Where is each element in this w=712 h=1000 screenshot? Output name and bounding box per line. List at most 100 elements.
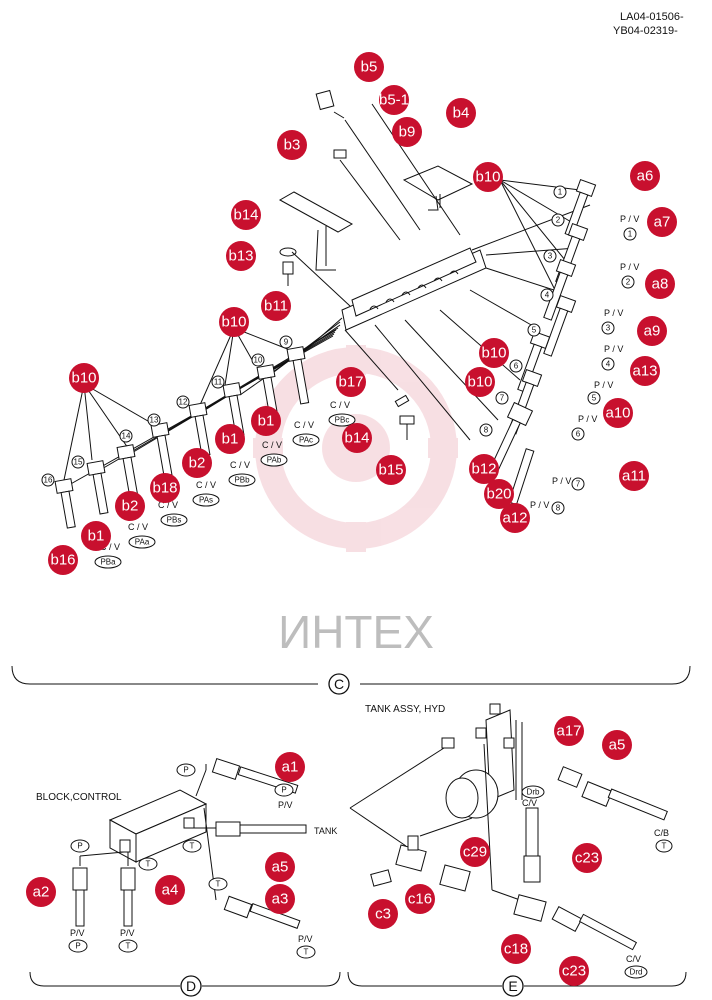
- svg-text:b15: b15: [378, 462, 403, 479]
- svg-text:T: T: [126, 942, 131, 951]
- svg-text:T: T: [190, 842, 195, 851]
- svg-text:a3: a3: [272, 891, 289, 908]
- svg-text:14: 14: [122, 432, 131, 441]
- pv-ring-4: 4: [601, 357, 615, 371]
- position-ring-11: 11: [211, 375, 225, 389]
- callout-b15: b15: [376, 455, 406, 485]
- svg-text:P / V: P / V: [620, 262, 639, 272]
- pv-labels-d: P/V P/V P/V P/V: [70, 800, 313, 944]
- callout-b11: b11: [261, 291, 291, 321]
- callout-a9: a9: [637, 316, 667, 346]
- callout-b14-a: b14: [231, 200, 261, 230]
- svg-text:P / V: P / V: [604, 308, 623, 318]
- svg-text:9: 9: [284, 338, 289, 347]
- position-ring-15: 15: [71, 455, 85, 469]
- pv-ring-7: 7: [571, 477, 585, 491]
- svg-text:C / V: C / V: [330, 400, 350, 410]
- callout-a1: a1: [275, 752, 305, 782]
- svg-text:C/V: C/V: [522, 798, 537, 808]
- callout-c29: c29: [460, 837, 490, 867]
- svg-text:b17: b17: [338, 374, 363, 391]
- svg-text:4: 4: [545, 291, 550, 300]
- position-ring-10: 10: [251, 353, 265, 367]
- svg-text:P: P: [75, 942, 80, 951]
- svg-text:7: 7: [576, 480, 581, 489]
- svg-text:b14: b14: [344, 430, 369, 447]
- watermark-logo: [253, 345, 458, 552]
- svg-text:7: 7: [500, 394, 505, 403]
- svg-text:b2: b2: [122, 498, 139, 515]
- callout-b13: b13: [226, 241, 256, 271]
- svg-text:P / V: P / V: [594, 380, 613, 390]
- section-d-bracket: [29, 971, 341, 987]
- block-control-label: BLOCK,CONTROL: [36, 792, 122, 803]
- svg-text:c16: c16: [408, 891, 432, 908]
- callout-b9: b9: [392, 117, 422, 147]
- svg-text:PAc: PAc: [299, 436, 313, 445]
- callout-c3: c3: [368, 899, 398, 929]
- svg-text:a2: a2: [33, 884, 50, 901]
- svg-text:C / V: C / V: [294, 420, 314, 430]
- section-c-marker: C: [328, 673, 350, 695]
- svg-text:P / V: P / V: [530, 500, 549, 510]
- svg-text:c29: c29: [463, 844, 487, 861]
- position-ring-14: 14: [119, 429, 133, 443]
- svg-text:C/B: C/B: [654, 828, 669, 838]
- svg-text:a5: a5: [272, 859, 289, 876]
- callout-b5: b5: [354, 52, 384, 82]
- svg-text:b20: b20: [486, 486, 511, 503]
- hose-e-c23a: [523, 807, 541, 883]
- svg-text:c23: c23: [562, 963, 586, 980]
- control-block: [108, 789, 208, 863]
- svg-text:5: 5: [592, 394, 597, 403]
- port-oval-d-p4: P: [68, 939, 88, 953]
- b10-spread-lines: [63, 179, 581, 481]
- svg-text:b5: b5: [361, 59, 378, 76]
- tank-leader-lines: [349, 743, 521, 901]
- svg-text:C / V: C / V: [262, 440, 282, 450]
- strainer-c29: [445, 769, 499, 819]
- callout-a17: a17: [554, 716, 584, 746]
- svg-text:b12: b12: [471, 461, 496, 478]
- port-oval-e-t: T: [655, 839, 673, 853]
- svg-text:PAs: PAs: [199, 496, 213, 505]
- svg-text:C / V: C / V: [230, 460, 250, 470]
- svg-text:b10: b10: [481, 345, 506, 362]
- svg-text:PAa: PAa: [135, 538, 150, 547]
- svg-text:C / V: C / V: [100, 542, 120, 552]
- svg-text:PBb: PBb: [234, 476, 250, 485]
- svg-text:8: 8: [556, 504, 561, 513]
- svg-text:C: C: [334, 676, 344, 692]
- svg-text:Drd: Drd: [630, 968, 643, 977]
- port-oval-d-p3: P: [70, 839, 90, 853]
- svg-text:b18: b18: [152, 480, 177, 497]
- hose-group-left: [54, 346, 310, 529]
- svg-text:b14: b14: [233, 207, 258, 224]
- port-oval-d-t5: T: [296, 945, 316, 959]
- svg-text:b3: b3: [284, 137, 301, 154]
- callout-b10-c: b10: [479, 338, 509, 368]
- tank-assy-label: TANK ASSY, HYD: [365, 704, 445, 715]
- svg-text:C/V: C/V: [626, 954, 641, 964]
- callout-b20: b20: [484, 479, 514, 509]
- callout-b5-1: b5-1: [379, 85, 409, 115]
- hose-d-a2: [72, 867, 88, 927]
- port-oval-pac: PAc: [292, 433, 320, 447]
- svg-text:2: 2: [556, 216, 561, 225]
- svg-text:c18: c18: [504, 941, 528, 958]
- callout-a5-d: a5: [265, 852, 295, 882]
- callout-a13: a13: [630, 356, 660, 386]
- svg-text:4: 4: [606, 360, 611, 369]
- svg-text:a4: a4: [162, 882, 179, 899]
- callout-b1-a: b1: [251, 406, 281, 436]
- svg-text:E: E: [508, 978, 517, 994]
- svg-text:a10: a10: [605, 405, 630, 422]
- callout-b10-a: b10: [473, 162, 503, 192]
- position-ring-6: 6: [509, 359, 523, 373]
- position-ring-4: 4: [540, 288, 554, 302]
- pv-ring-3: 3: [601, 321, 615, 335]
- callout-a5-e: a5: [602, 730, 632, 760]
- pv-ring-2: 2: [621, 275, 635, 289]
- callout-b14-b: b14: [342, 423, 372, 453]
